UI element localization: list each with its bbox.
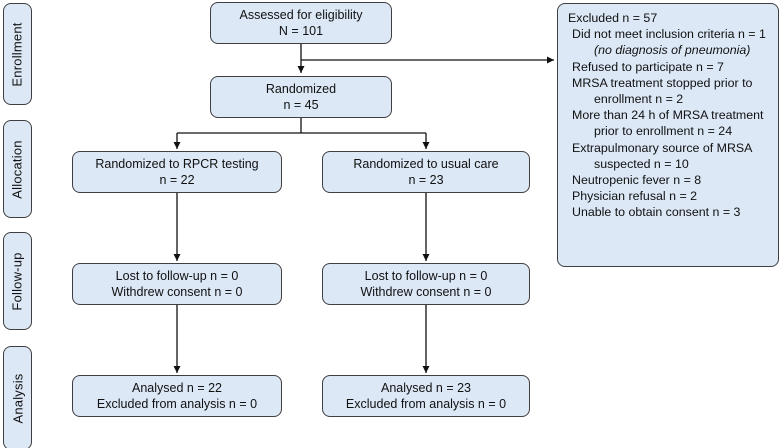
- excluded-item: Did not meet inclusion criteria n = 1 (n…: [572, 27, 766, 58]
- analysis-usual-care-line1: Analysed n = 23: [381, 381, 471, 395]
- excluded-item: Neutropenic fever n = 8: [572, 173, 702, 188]
- allocation-rpcr-line2: n = 22: [159, 173, 195, 187]
- allocation-usual-care-line1: Randomized to usual care: [353, 157, 499, 171]
- allocation-rpcr-box: Randomized to RPCR testing n = 22: [72, 151, 282, 193]
- analysis-usual-care-box: Analysed n = 23 Excluded from analysis n…: [322, 375, 530, 417]
- analysis-usual-care-line2: Excluded from analysis n = 0: [345, 397, 507, 411]
- followup-rpcr-line2: Withdrew consent n = 0: [111, 285, 243, 299]
- analysis-rpcr-box: Analysed n = 22 Excluded from analysis n…: [72, 375, 282, 417]
- followup-usual-care-line2: Withdrew consent n = 0: [360, 285, 492, 299]
- stage-label-allocation-text: Allocation: [10, 139, 25, 199]
- stage-label-followup: Follow-up: [3, 232, 32, 330]
- randomized-line2: n = 45: [283, 98, 319, 112]
- stage-label-analysis-text: Analysis: [10, 372, 26, 424]
- stage-label-allocation: Allocation: [3, 120, 32, 218]
- stage-label-enrollment: Enrollment: [3, 3, 32, 105]
- excluded-list: Did not meet inclusion criteria n = 1 (n…: [566, 26, 769, 220]
- excluded-item: Extrapulmonary source of MRSA suspected …: [572, 140, 752, 171]
- excluded-item: MRSA treatment stopped prior to enrollme…: [572, 75, 753, 107]
- followup-rpcr-box: Lost to follow-up n = 0 Withdrew consent…: [72, 263, 282, 305]
- allocation-rpcr-line1: Randomized to RPCR testing: [95, 157, 259, 171]
- randomized-line1: Randomized: [265, 82, 337, 96]
- randomized-box: Randomized n = 45: [210, 76, 392, 118]
- allocation-usual-care-box: Randomized to usual care n = 23: [322, 151, 530, 193]
- stage-label-enrollment-text: Enrollment: [10, 21, 26, 87]
- assessed-line2: N = 101: [278, 24, 324, 38]
- analysis-rpcr-line2: Excluded from analysis n = 0: [96, 397, 258, 411]
- excluded-item: Physician refusal n = 2: [572, 189, 698, 204]
- allocation-usual-care-line2: n = 23: [408, 173, 444, 187]
- assessed-box: Assessed for eligibility N = 101: [210, 2, 392, 44]
- stage-label-analysis: Analysis: [3, 346, 32, 448]
- excluded-item: More than 24 h of MRSA treatment prior t…: [572, 108, 764, 139]
- excluded-item: Refused to participate n = 7: [572, 59, 724, 74]
- followup-usual-care-box: Lost to follow-up n = 0 Withdrew consent…: [322, 263, 530, 305]
- stage-label-followup-text: Follow-up: [10, 251, 25, 311]
- excluded-item: Unable to obtain consent n = 3: [572, 205, 741, 220]
- followup-usual-care-line1: Lost to follow-up n = 0: [364, 269, 488, 283]
- connector-randomized-split: [177, 118, 426, 134]
- analysis-rpcr-line1: Analysed n = 22: [132, 381, 222, 395]
- assessed-line1: Assessed for eligibility: [239, 8, 363, 22]
- excluded-title: Excluded n = 57: [568, 11, 658, 25]
- followup-rpcr-line1: Lost to follow-up n = 0: [115, 269, 239, 283]
- excluded-box: Excluded n = 57 Did not meet inclusion c…: [557, 3, 779, 267]
